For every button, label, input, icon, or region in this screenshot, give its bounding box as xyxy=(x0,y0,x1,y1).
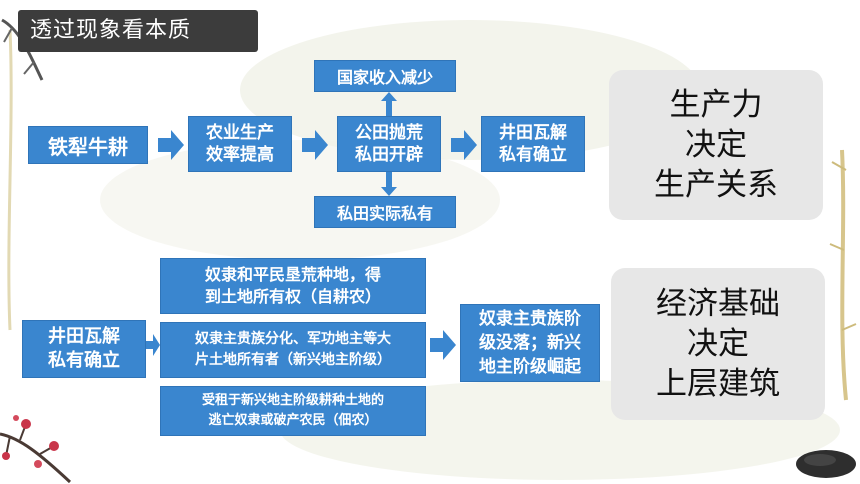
flow-box-iron-plough: 铁犁牛耕 xyxy=(28,126,148,164)
flow-box-private-ownership: 私田实际私有 xyxy=(314,196,456,228)
conclusion-panel-economic-base: 经济基础 决定 上层建筑 xyxy=(611,268,825,420)
flow-box-class-change: 奴隶主贵族阶 级没落；新兴 地主阶级崛起 xyxy=(460,304,600,382)
plum-blossom-decoration xyxy=(0,415,72,484)
flow-box-self-farmers: 奴隶和平民垦荒种地，得 到土地所有权（自耕农） xyxy=(160,258,426,314)
right-arrow-icon xyxy=(451,130,477,160)
flow-box-state-income: 国家收入减少 xyxy=(314,60,456,92)
up-arrow-icon xyxy=(381,92,397,116)
ink-stone-decoration xyxy=(796,450,856,478)
right-arrow-icon xyxy=(158,130,184,160)
title-bar xyxy=(18,10,258,52)
right-arrow-icon xyxy=(146,334,160,356)
right-arrow-icon xyxy=(430,330,456,360)
flow-box-new-landlords: 奴隶主贵族分化、军功地主等大 片土地所有者（新兴地主阶级） xyxy=(160,322,426,378)
conclusion-panel-productivity: 生产力 决定 生产关系 xyxy=(609,70,823,220)
flow-box-productivity: 农业生产 效率提高 xyxy=(188,116,292,172)
right-arrow-icon xyxy=(302,130,328,160)
flow-box-private-fields: 公田抛荒 私田开辟 xyxy=(337,116,441,172)
flow-box-well-field-collapse: 井田瓦解 私有确立 xyxy=(481,116,585,172)
flow-box-well-field-collapse-2: 井田瓦解 私有确立 xyxy=(22,320,146,378)
page-title: 透过现象看本质 xyxy=(30,18,192,43)
flow-box-tenant-farmers: 受租于新兴地主阶级耕种土地的 逃亡奴隶或破产农民（佃农） xyxy=(160,386,426,436)
down-arrow-icon xyxy=(381,172,397,196)
